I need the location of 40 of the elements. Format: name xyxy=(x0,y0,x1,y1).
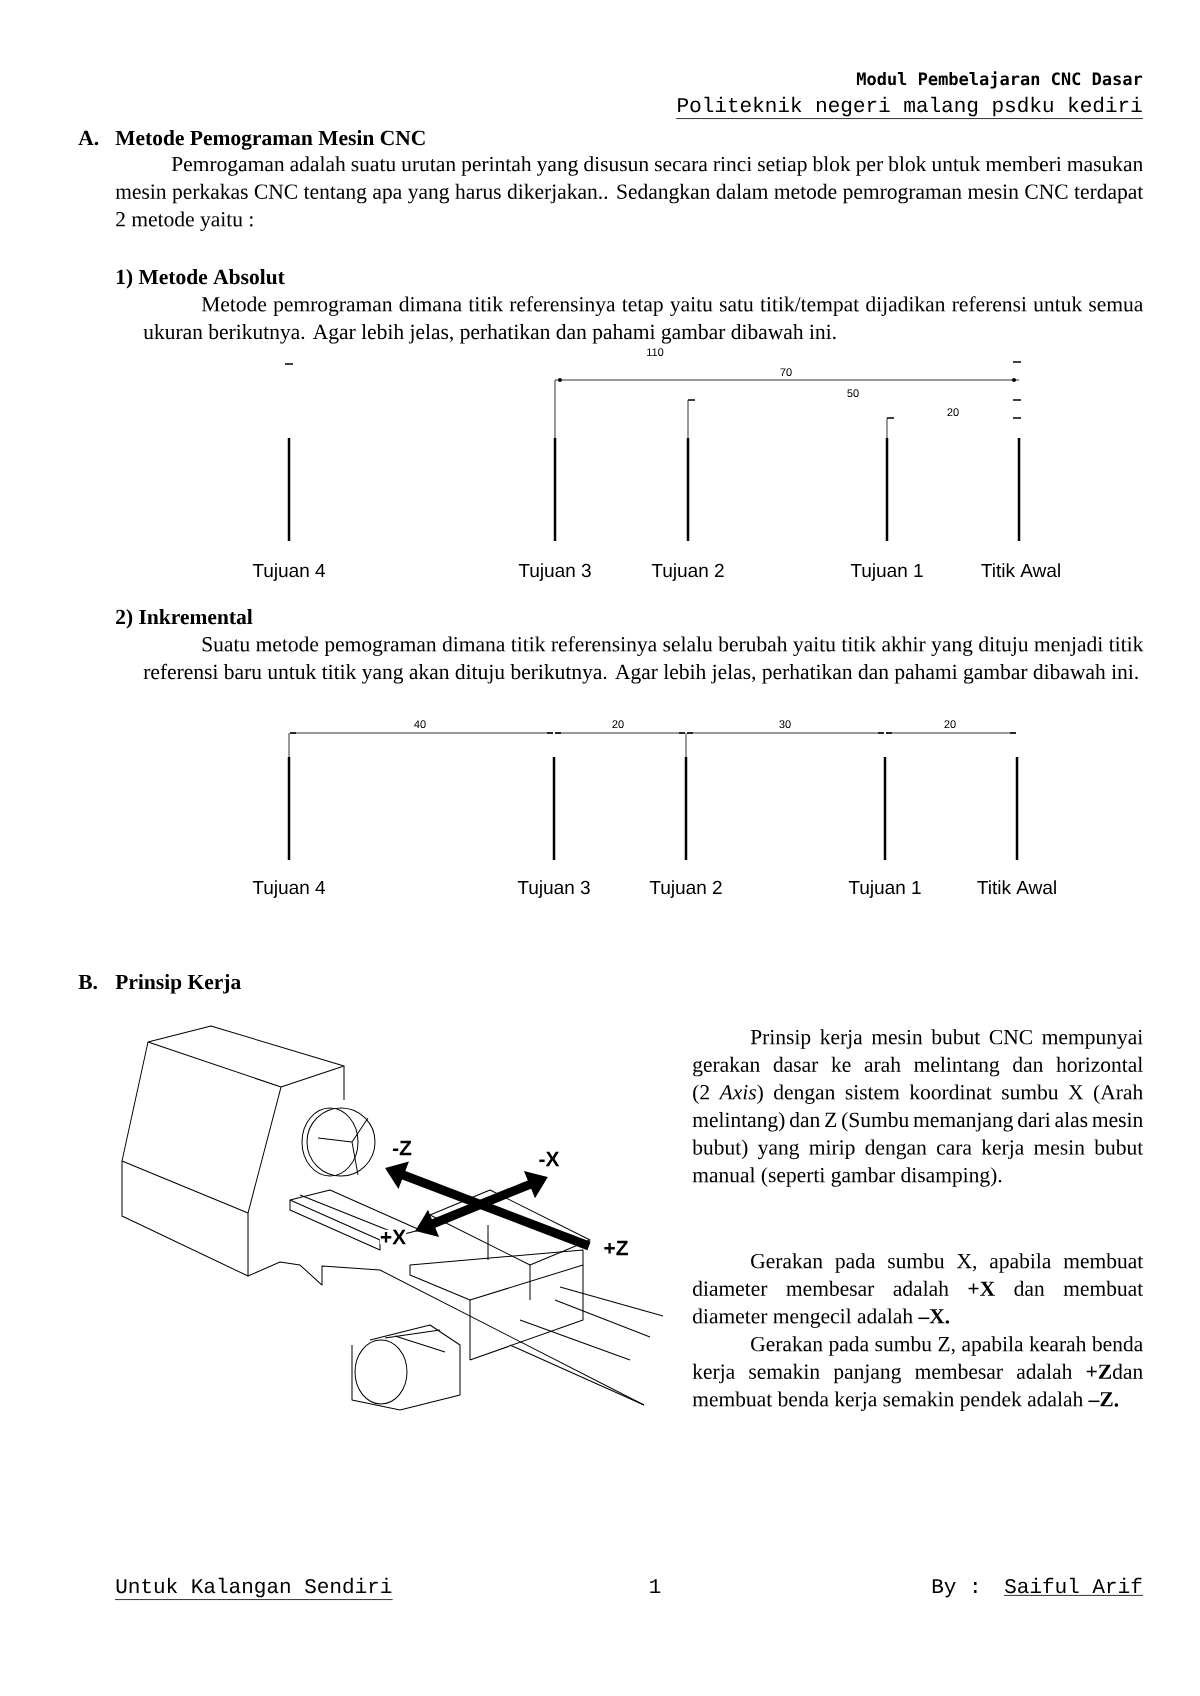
axis-label: -X xyxy=(538,1151,560,1167)
dimension-value: 20 xyxy=(947,408,959,417)
subsection-heading: 2) Inkremental xyxy=(116,609,253,629)
axis-label: -Z xyxy=(392,1140,412,1156)
position-label: Tujuan 4 xyxy=(252,563,326,581)
dimension-value: 70 xyxy=(780,368,792,377)
dimension-value: 20 xyxy=(944,720,956,729)
dimension-value: 110 xyxy=(647,348,664,357)
axis-label: +X xyxy=(379,1229,407,1245)
position-label: Titik Awal xyxy=(977,880,1056,895)
subsection-heading: 1) Metode Absolut xyxy=(116,269,285,289)
paragraph: Gerakan pada sumbu Z, apabila kearah benda kerja semakin panjang membesar adalah +Zdan membuat benda kerja semakin pendek adalah –Z. xyxy=(692,1336,1143,1411)
paragraph: Prinsip kerja mesin bubut CNC mempunyai gerakan dasar ke arah melintang dan horizontal (2 Axis) dengan sistem koordinat sumbu X (Arah melintang) dan Z (Sumbu memanjang dari alas mesin bubut) yang mirip dengan cara kerja mesin bubut manual (seperti gambar disamping). xyxy=(692,1029,1144,1187)
position-label: Tujuan 1 xyxy=(848,880,921,898)
footer-text: Untuk Kalangan Sendiri xyxy=(116,1577,392,1598)
dimension-value: 50 xyxy=(847,389,859,398)
header-subtitle: Politeknik negeri malang psdku kediri xyxy=(678,96,1142,117)
page-number: 1 xyxy=(650,1579,661,1593)
dimension-value: 20 xyxy=(612,720,624,729)
section-heading: Metode Pemograman Mesin CNC xyxy=(115,130,425,150)
footer-text: By : xyxy=(932,1579,977,1598)
paragraph: Gerakan pada sumbu X, apabila membuat diameter membesar adalah +X dan membuat diameter mengecil adalah –X. xyxy=(693,1253,1144,1328)
footer-text: Saiful Arif xyxy=(1005,1577,1142,1594)
paragraph: Suatu metode pemograman dimana titik referensinya selalu berubah yaitu titik akhir yang dituju menjadi titik referensi baru untuk titik yang akan dituju berikutnya. Agar lebih jelas, perhatikan dan pahami gambar dibawah ini. xyxy=(143,636,1144,684)
position-label: Tujuan 2 xyxy=(649,880,722,898)
section-number: A. xyxy=(78,130,99,146)
paragraph: Metode pemrograman dimana titik referensinya tetap yaitu satu titik/tempat dijadikan referensi untuk semua ukuran berikutnya. Agar lebih jelas, perhatikan dan pahami gambar dibawah ini. xyxy=(143,296,1144,344)
axis-label: +Z xyxy=(603,1240,629,1256)
paragraph: Pemrogaman adalah suatu urutan perintah yang disusun secara rinci setiap blok per blok untuk memberi masukan mesin perkakas CNC tentang apa yang harus dikerjakan.. Sedangkan dalam metode pemrograman mesin CNC terdapat 2 metode yaitu : xyxy=(115,156,1144,231)
position-label: Tujuan 2 xyxy=(651,563,724,581)
section-heading: Prinsip Kerja xyxy=(115,974,241,994)
position-label: Tujuan 3 xyxy=(518,563,591,581)
dimension-value: 40 xyxy=(414,720,426,729)
position-label: Tujuan 4 xyxy=(252,880,326,898)
dimension-value: 30 xyxy=(779,720,791,729)
position-label: Titik Awal xyxy=(981,563,1060,578)
position-label: Tujuan 3 xyxy=(517,880,590,898)
position-label: Tujuan 1 xyxy=(850,563,923,581)
section-number: B. xyxy=(78,974,97,990)
header-title: Modul Pembelajaran CNC Dasar xyxy=(856,71,1143,89)
